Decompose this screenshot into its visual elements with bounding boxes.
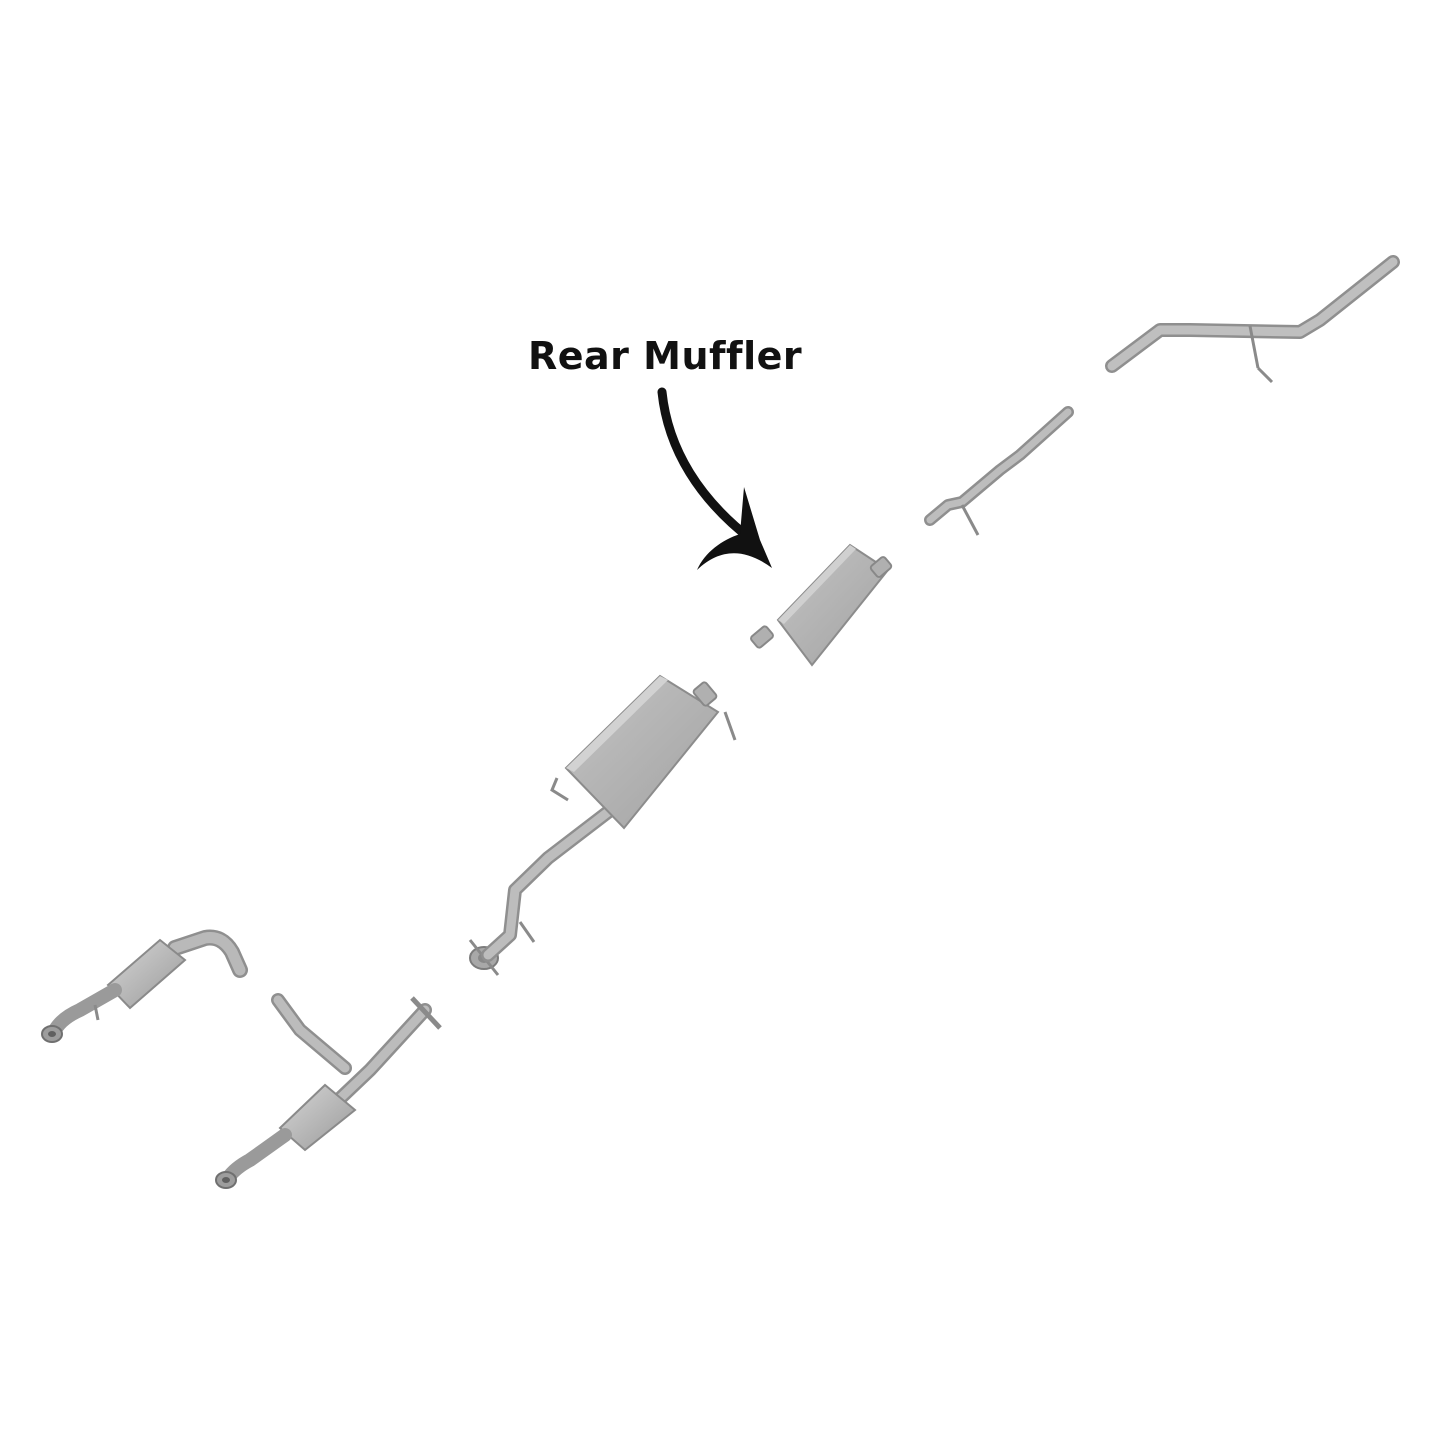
tailpipe <box>1105 255 1400 384</box>
right-catalytic-converter-y-pipe <box>215 993 442 1189</box>
front-muffler <box>481 674 737 962</box>
callout-arrow <box>657 387 772 570</box>
callout-label-rear-muffler: Rear Muffler <box>528 334 803 378</box>
rear-muffler <box>750 543 893 667</box>
intermediate-pipe <box>924 406 1074 536</box>
left-catalytic-converter <box>41 929 248 1043</box>
